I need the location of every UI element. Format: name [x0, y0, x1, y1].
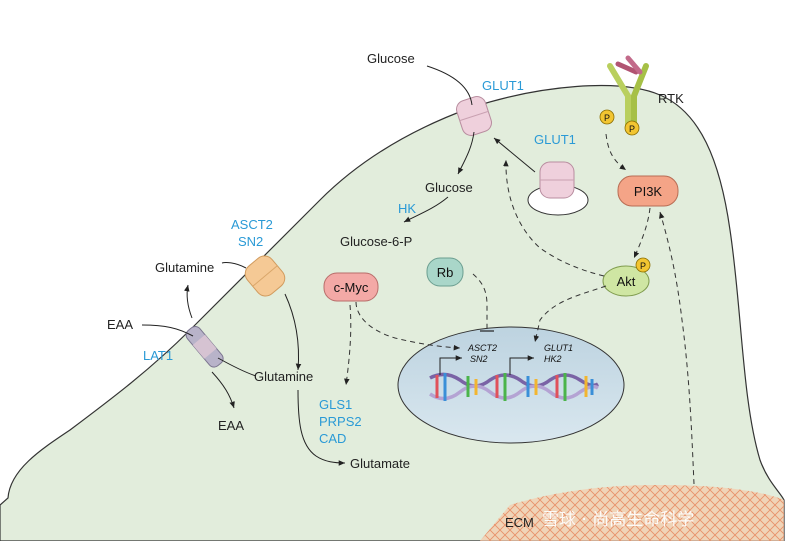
watermark: 雪球 · 尚高生命科学 — [542, 510, 694, 530]
rb-node: Rb — [426, 257, 464, 287]
asct2-label: ASCT2 — [231, 217, 273, 232]
gls1-label: GLS1 — [319, 397, 352, 412]
glucose6p-label: Glucose-6-P — [340, 234, 412, 249]
svg-text:Akt: Akt — [617, 274, 636, 289]
ecm-label: ECM — [505, 515, 534, 530]
glut1-vesicle-label: GLUT1 — [534, 132, 576, 147]
lat1-transporter — [185, 325, 224, 368]
lat1-label: LAT1 — [143, 348, 173, 363]
pi3k-node: PI3K — [617, 175, 679, 207]
glut1-vesicle-transporter — [539, 161, 575, 199]
gene-sn2: SN2 — [470, 354, 488, 364]
cad-label: CAD — [319, 431, 346, 446]
cell-membrane — [0, 85, 785, 541]
akt-node: Akt — [602, 265, 650, 297]
glutamine-extracellular: Glutamine — [155, 260, 214, 275]
nucleus — [397, 326, 625, 444]
asct2-transporter — [244, 255, 286, 297]
svg-text:Rb: Rb — [437, 265, 454, 280]
rtk-phospho-2: P — [624, 120, 640, 136]
glutamine-intracellular: Glutamine — [254, 369, 313, 384]
gene-asct2: ASCT2 — [467, 343, 497, 353]
rtk-receptor — [607, 55, 649, 128]
dna-helix — [429, 372, 599, 401]
glutamate-label: Glutamate — [350, 456, 410, 471]
svg-text:P: P — [640, 261, 646, 271]
svg-text:c-Myc: c-Myc — [334, 280, 369, 295]
gene-glut1: GLUT1 — [544, 343, 573, 353]
glucose-extracellular: Glucose — [367, 51, 415, 66]
hk-label: HK — [398, 201, 416, 216]
eaa-out-label: EAA — [218, 418, 244, 433]
svg-text:P: P — [604, 113, 610, 123]
glut1-membrane-label: GLUT1 — [482, 78, 524, 93]
gene-hk2: HK2 — [544, 354, 562, 364]
prps2-label: PRPS2 — [319, 414, 362, 429]
sn2-label: SN2 — [238, 234, 263, 249]
rtk-phospho-1: P — [599, 109, 615, 125]
cmyc-node: c-Myc — [323, 272, 379, 302]
rtk-label: RTK — [658, 91, 684, 106]
glut1-transporter — [456, 96, 492, 136]
eaa-in-label: EAA — [107, 317, 133, 332]
svg-text:PI3K: PI3K — [634, 184, 663, 199]
akt-phospho: P — [635, 257, 651, 273]
svg-text:P: P — [629, 124, 635, 134]
glucose-intracellular: Glucose — [425, 180, 473, 195]
